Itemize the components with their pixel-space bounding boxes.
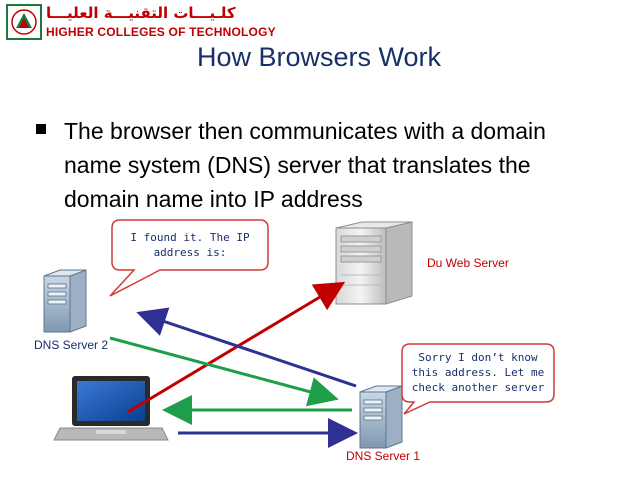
logo-arabic-text: كلـيـــات التقنيـــة العليـــا bbox=[46, 4, 236, 22]
arrow-laptop-to-webserver bbox=[127, 281, 346, 414]
slide-title: How Browsers Work bbox=[196, 42, 442, 72]
label-dns-server-1: DNS Server 1 bbox=[346, 449, 421, 463]
arrow-dns2-to-dns1 bbox=[109, 336, 339, 407]
callout-dns1-bubble bbox=[401, 343, 555, 415]
emblem-icon bbox=[6, 4, 42, 40]
bullet-marker bbox=[36, 124, 46, 134]
callout-dns1-text: Sorry I don’t know this address. Let me … bbox=[411, 351, 545, 394]
label-web-server: Du Web Server bbox=[427, 256, 509, 270]
dns-server-2-icon bbox=[43, 269, 87, 333]
callout-dns2-bubble bbox=[109, 219, 269, 297]
label-dns-server-2: DNS Server 2 bbox=[34, 338, 109, 352]
bullet-text: The browser then communicates with a dom… bbox=[64, 118, 546, 212]
arrow-dns1-to-dns2 bbox=[136, 307, 357, 388]
laptop-icon bbox=[53, 376, 169, 441]
logo-english-text: HIGHER COLLEGES OF TECHNOLOGY bbox=[46, 25, 276, 39]
dns-server-1-icon bbox=[359, 385, 403, 449]
callout-dns2-text: I found it. The IP address is: bbox=[130, 231, 250, 259]
web-server-icon bbox=[335, 221, 413, 305]
